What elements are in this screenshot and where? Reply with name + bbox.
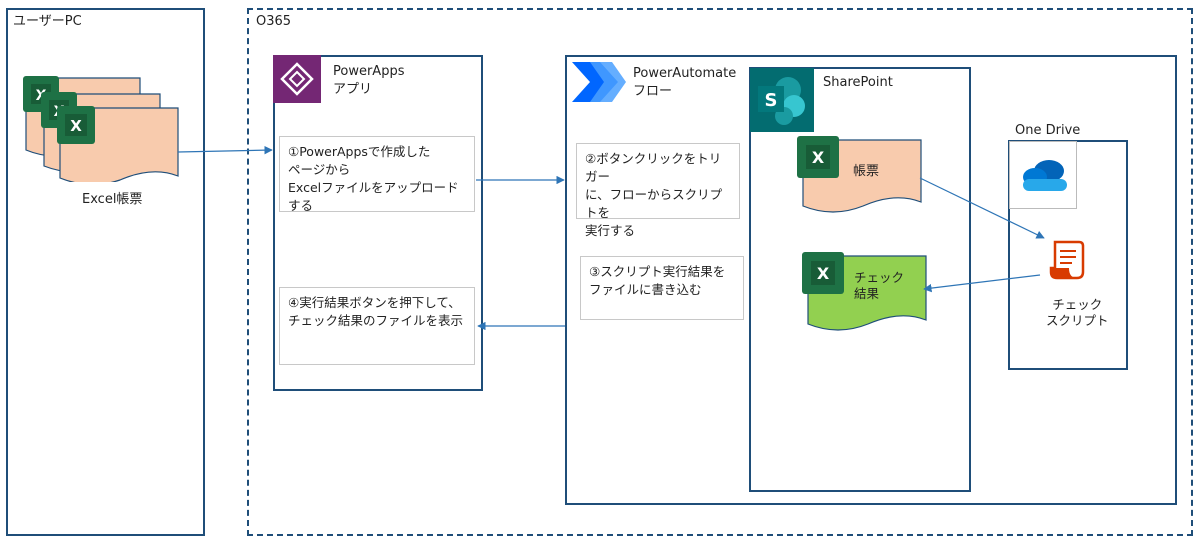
script-icon — [1049, 240, 1085, 280]
step4-note: ④実行結果ボタンを押下して、 チェック結果のファイルを表示 — [279, 287, 475, 365]
onedrive-script-line2: スクリプト — [1046, 313, 1109, 328]
onedrive-name: One Drive — [1015, 123, 1081, 138]
step2-line2: に、フローからスクリプトを — [585, 187, 723, 220]
step2-note: ②ボタンクリックをトリガー に、フローからスクリプトを 実行する — [576, 143, 740, 238]
o365-title: O365 — [256, 14, 292, 29]
powerautomate-icon — [572, 62, 626, 102]
step2-line3: 実行する — [585, 223, 636, 238]
powerapps-name: PowerApps — [333, 64, 405, 79]
sharepoint-doc2-label: チェック 結果 — [854, 270, 904, 302]
powerautomate-sub: フロー — [633, 84, 673, 99]
powerapps-icon — [273, 55, 321, 103]
svg-text:X: X — [70, 117, 82, 135]
sharepoint-doc2-line1: チェック — [854, 270, 905, 285]
step3-line1: ③スクリプト実行結果を — [589, 264, 726, 279]
excel-icon-3: X — [57, 106, 95, 144]
sharepoint-doc1-label: 帳票 — [853, 164, 880, 179]
step2-line1: ②ボタンクリックをトリガー — [585, 151, 722, 184]
arrow-report-to-script — [919, 177, 1045, 239]
arrow-pc-to-powerapps — [177, 145, 273, 155]
user-pc-documents: X X X — [23, 76, 179, 182]
arrow-script-to-result — [923, 274, 1041, 293]
excel-icon-result: X — [802, 252, 844, 294]
user-pc-title: ユーザーPC — [13, 14, 82, 29]
sharepoint-doc-report: X — [797, 136, 922, 213]
sharepoint-icon: S — [750, 68, 814, 132]
step3-line2: ファイルに書き込む — [589, 282, 702, 297]
powerapps-sub: アプリ — [333, 82, 373, 97]
svg-text:X: X — [817, 264, 830, 283]
step4-line2: チェック結果のファイルを表示 — [288, 313, 464, 328]
sharepoint-doc-result: X — [802, 252, 927, 331]
step4-line1: ④実行結果ボタンを押下して、 — [288, 295, 461, 310]
step1-line2: ページから — [288, 162, 351, 177]
step3-note: ③スクリプト実行結果を ファイルに書き込む — [580, 256, 744, 320]
excel-icon-report: X — [797, 136, 839, 178]
onedrive-script-label: チェック スクリプト — [1046, 297, 1109, 329]
onedrive-script-line1: チェック — [1052, 297, 1103, 312]
powerautomate-name: PowerAutomate — [633, 66, 737, 81]
step1-note: ①PowerAppsで作成した ページから Excelファイルをアップロードする — [279, 136, 475, 213]
svg-text:X: X — [812, 148, 825, 167]
sharepoint-name: SharePoint — [823, 75, 893, 90]
step1-line3: Excelファイルをアップロードする — [288, 180, 459, 213]
o365-container — [247, 8, 1193, 536]
onedrive-icon — [1009, 141, 1077, 209]
svg-text:S: S — [765, 90, 778, 111]
step1-line1: ①PowerAppsで作成した — [288, 144, 431, 159]
sharepoint-doc2-line2: 結果 — [854, 286, 880, 301]
user-pc-file-label: Excel帳票 — [82, 192, 143, 207]
